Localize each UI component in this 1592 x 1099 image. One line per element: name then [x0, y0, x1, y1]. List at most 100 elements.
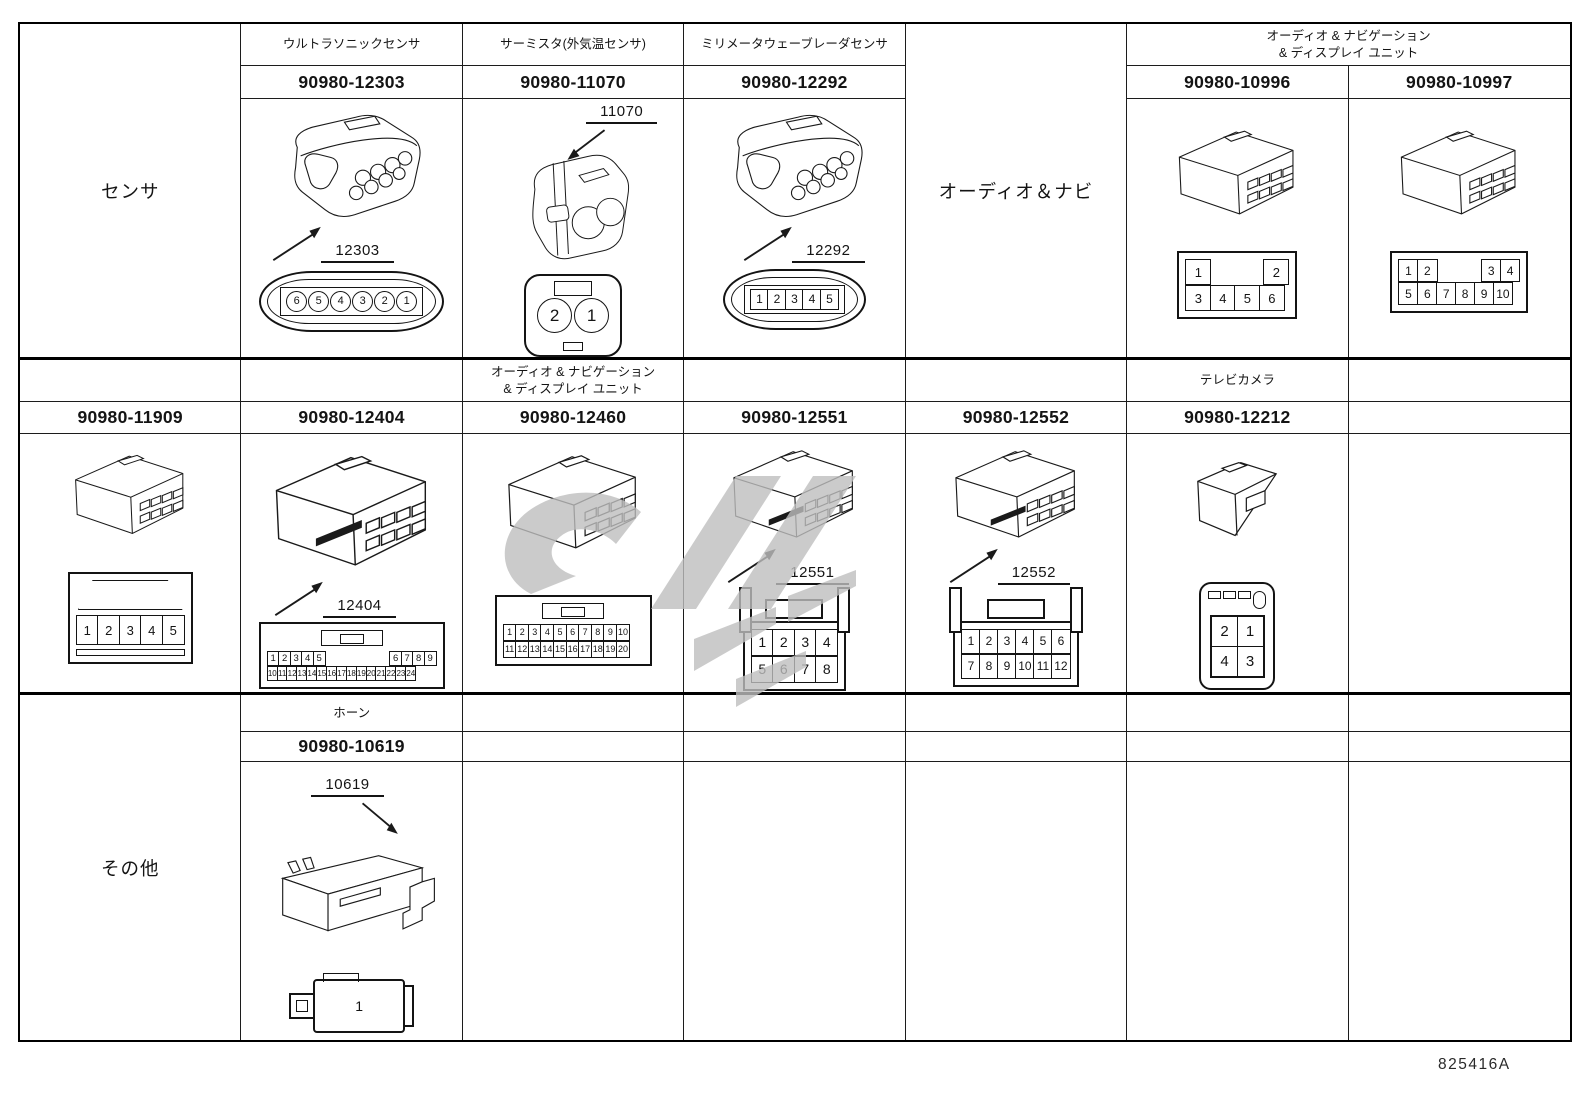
- pin-number: 8: [815, 655, 839, 683]
- part-number-12551[interactable]: 90980-12551: [684, 402, 906, 434]
- part-number-12552[interactable]: 90980-12552: [905, 402, 1128, 434]
- pin-number: 9: [997, 653, 1017, 679]
- pin-number: 5: [312, 651, 326, 667]
- empty-part-cell: [1348, 732, 1570, 762]
- empty-part-cell: [1348, 402, 1570, 434]
- empty-header-cell: [1348, 360, 1570, 402]
- part-number-12404[interactable]: 90980-12404: [241, 402, 463, 434]
- pin-number: 3: [1236, 645, 1264, 677]
- header-horn: ホーン: [241, 695, 463, 732]
- pin-number: 3: [1185, 285, 1212, 312]
- side-wing: [949, 586, 963, 633]
- pin-number: 6: [286, 290, 308, 312]
- part-number-12292[interactable]: 90980-12292: [684, 66, 906, 99]
- header-text: ミリメータウェーブレーダセンサ: [701, 37, 888, 52]
- header-ultrasonic-sensor: ウルトラソニックセンサ: [241, 24, 463, 66]
- arrow-icon: [567, 129, 606, 160]
- callout-number: 12292: [792, 242, 865, 263]
- part-number-10997[interactable]: 90980-10997: [1348, 66, 1570, 99]
- connector-body: 1: [313, 973, 406, 1034]
- arrow-icon: [949, 548, 998, 583]
- pin-number: 8: [412, 651, 426, 667]
- callout-number: 12303: [321, 242, 394, 263]
- empty-drawing-cell: [1349, 434, 1570, 692]
- empty-part-cell: [684, 732, 906, 762]
- part-number-12303[interactable]: 90980-12303: [241, 66, 463, 99]
- part-number-12212[interactable]: 90980-12212: [1127, 402, 1349, 434]
- band-audio-nav: オーディオ & ナビゲーション & ディスプレイ ユニット テレビカメラ 909…: [20, 357, 1570, 692]
- pin-number: 4: [301, 651, 315, 667]
- header-text: ホーン: [333, 705, 371, 720]
- drawing-10619: 10619 1: [241, 762, 463, 1040]
- pin-number: 2: [97, 615, 121, 646]
- pin-number: 24: [405, 666, 417, 682]
- pin-number: 9: [1473, 282, 1495, 306]
- callout-12552: 12552: [946, 547, 1070, 585]
- empty-header-cell: [684, 695, 906, 732]
- arrow-icon: [273, 226, 322, 261]
- pin-number: 3: [289, 651, 303, 667]
- pin-number: 2: [772, 628, 796, 656]
- header-tv-camera: テレビカメラ: [1127, 360, 1349, 402]
- pin-number: 5: [1398, 282, 1419, 306]
- band-others: その他 ホーン 90980-10619 10619: [20, 692, 1570, 1040]
- latch: [563, 342, 584, 351]
- part-number-12460[interactable]: 90980-12460: [462, 402, 685, 434]
- connector-isometric-drawing: [63, 442, 197, 546]
- part-number-10619[interactable]: 90980-10619: [241, 732, 463, 762]
- empty-header-cell: [241, 360, 463, 402]
- latch: [554, 281, 593, 297]
- row-label-text: その他: [100, 857, 160, 879]
- pin-number: 4: [1209, 285, 1236, 312]
- header-text: ウルトラソニックセンサ: [282, 37, 421, 52]
- callout-number: 10619: [311, 776, 384, 797]
- part-number-11070[interactable]: 90980-11070: [462, 66, 685, 99]
- pin-number: 4: [802, 288, 822, 310]
- pin-number: 1: [961, 628, 981, 654]
- connector-isometric-drawing: [942, 436, 1090, 551]
- pin-gap: [1436, 259, 1482, 282]
- connector-isometric-drawing: [736, 114, 864, 218]
- row-label-sensors: センサ: [20, 24, 242, 357]
- pin-number: 2: [1263, 259, 1290, 286]
- pin-number: 4: [1211, 645, 1239, 677]
- pin-number: 5: [308, 290, 330, 312]
- pin-number: 1: [750, 628, 774, 656]
- part-number-11909[interactable]: 90980-11909: [20, 402, 242, 434]
- band-sensors: センサ ウルトラソニックセンサ サーミスタ(外気温センサ) ミリメータウェーブレ…: [20, 24, 1570, 357]
- header-thermistor: サーミスタ(外気温センサ): [462, 24, 685, 66]
- empty-part-cell: [905, 732, 1128, 762]
- part-number-10996[interactable]: 90980-10996: [1127, 66, 1349, 99]
- pin-number: 3: [352, 290, 374, 312]
- header-audio-nav-display-unit: オーディオ & ナビゲーション & ディスプレイ ユニット: [1127, 24, 1570, 66]
- empty-header-cell: [20, 360, 242, 402]
- pin-number: 5: [161, 615, 185, 646]
- pin-number: 3: [118, 615, 142, 646]
- connector-isometric-drawing: [1197, 462, 1278, 537]
- connector-isometric-drawing: [293, 114, 421, 218]
- pin-number: 2: [374, 290, 396, 312]
- empty-header-cell: [905, 695, 1128, 732]
- pin-number: 1: [574, 298, 610, 334]
- pin-gap: [1210, 259, 1265, 285]
- empty-drawing-cell: [906, 762, 1128, 1040]
